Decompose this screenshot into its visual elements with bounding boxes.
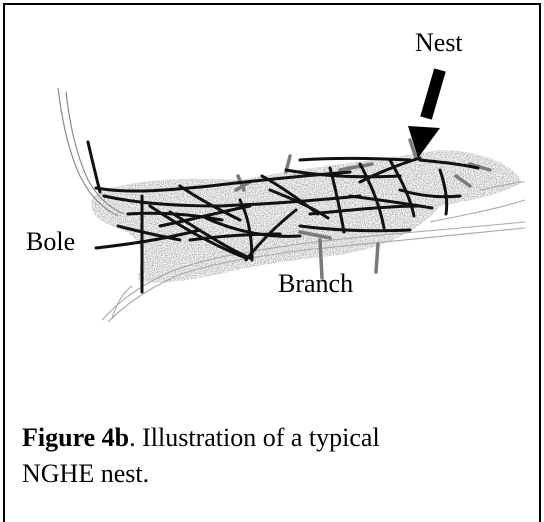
branch-label: Branch — [278, 271, 353, 297]
figure-number: Figure 4b — [22, 423, 129, 452]
figure-caption: Figure 4b. Illustration of a typical NGH… — [22, 420, 422, 492]
nest-label: Nest — [415, 30, 463, 56]
bole-label: Bole — [26, 229, 75, 255]
